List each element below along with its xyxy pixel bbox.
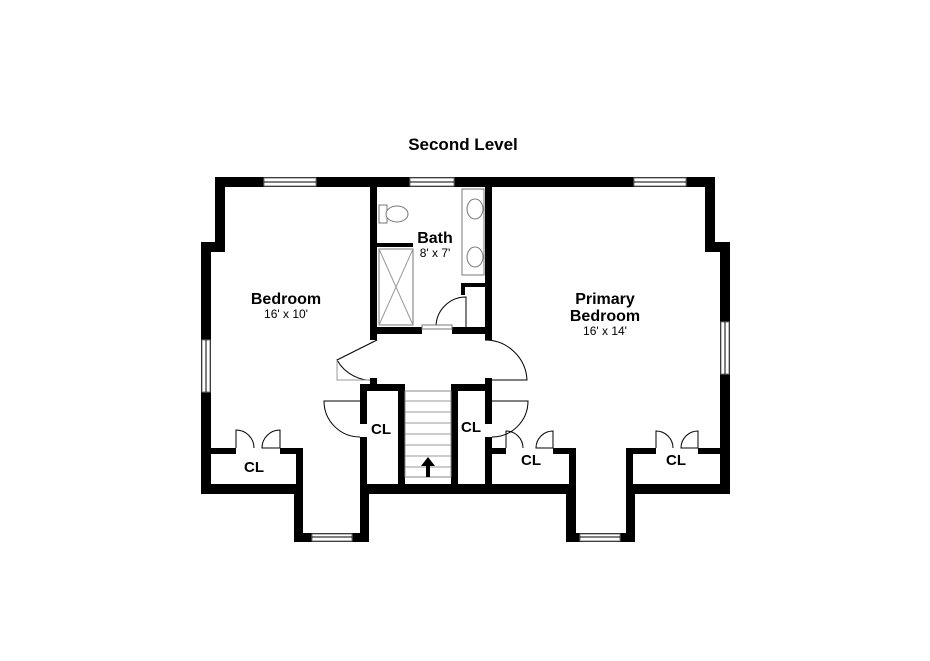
closet-label: CL (244, 459, 264, 476)
windows (201, 177, 730, 542)
closet-label: CL (521, 452, 541, 469)
interior-walls (211, 187, 720, 488)
bath-dims: 8' x 7' (420, 246, 451, 260)
bath-name: Bath (417, 230, 453, 247)
bedroom-dims: 16' x 10' (264, 307, 308, 321)
stair-up-arrow-icon (421, 457, 435, 477)
closet-label: CL (666, 452, 686, 469)
room-labels: Bedroom 16' x 10' Bath 8' x 7' Primary B… (244, 230, 686, 476)
closet-label: CL (371, 421, 391, 438)
bedroom-name: Bedroom (251, 291, 321, 308)
door-swings (235, 296, 699, 449)
closet-label: CL (461, 419, 481, 436)
primary-bedroom-dims: 16' x 14' (583, 324, 627, 338)
toilet-icon (385, 205, 409, 223)
primary-bedroom-name-line1: Primary (575, 291, 635, 308)
staircase (404, 390, 452, 478)
bath-fixtures (378, 188, 485, 330)
sink-icon (466, 246, 484, 268)
sink-icon (466, 198, 484, 220)
primary-bedroom-name-line2: Bedroom (570, 308, 640, 325)
plan-title: Second Level (408, 135, 518, 154)
